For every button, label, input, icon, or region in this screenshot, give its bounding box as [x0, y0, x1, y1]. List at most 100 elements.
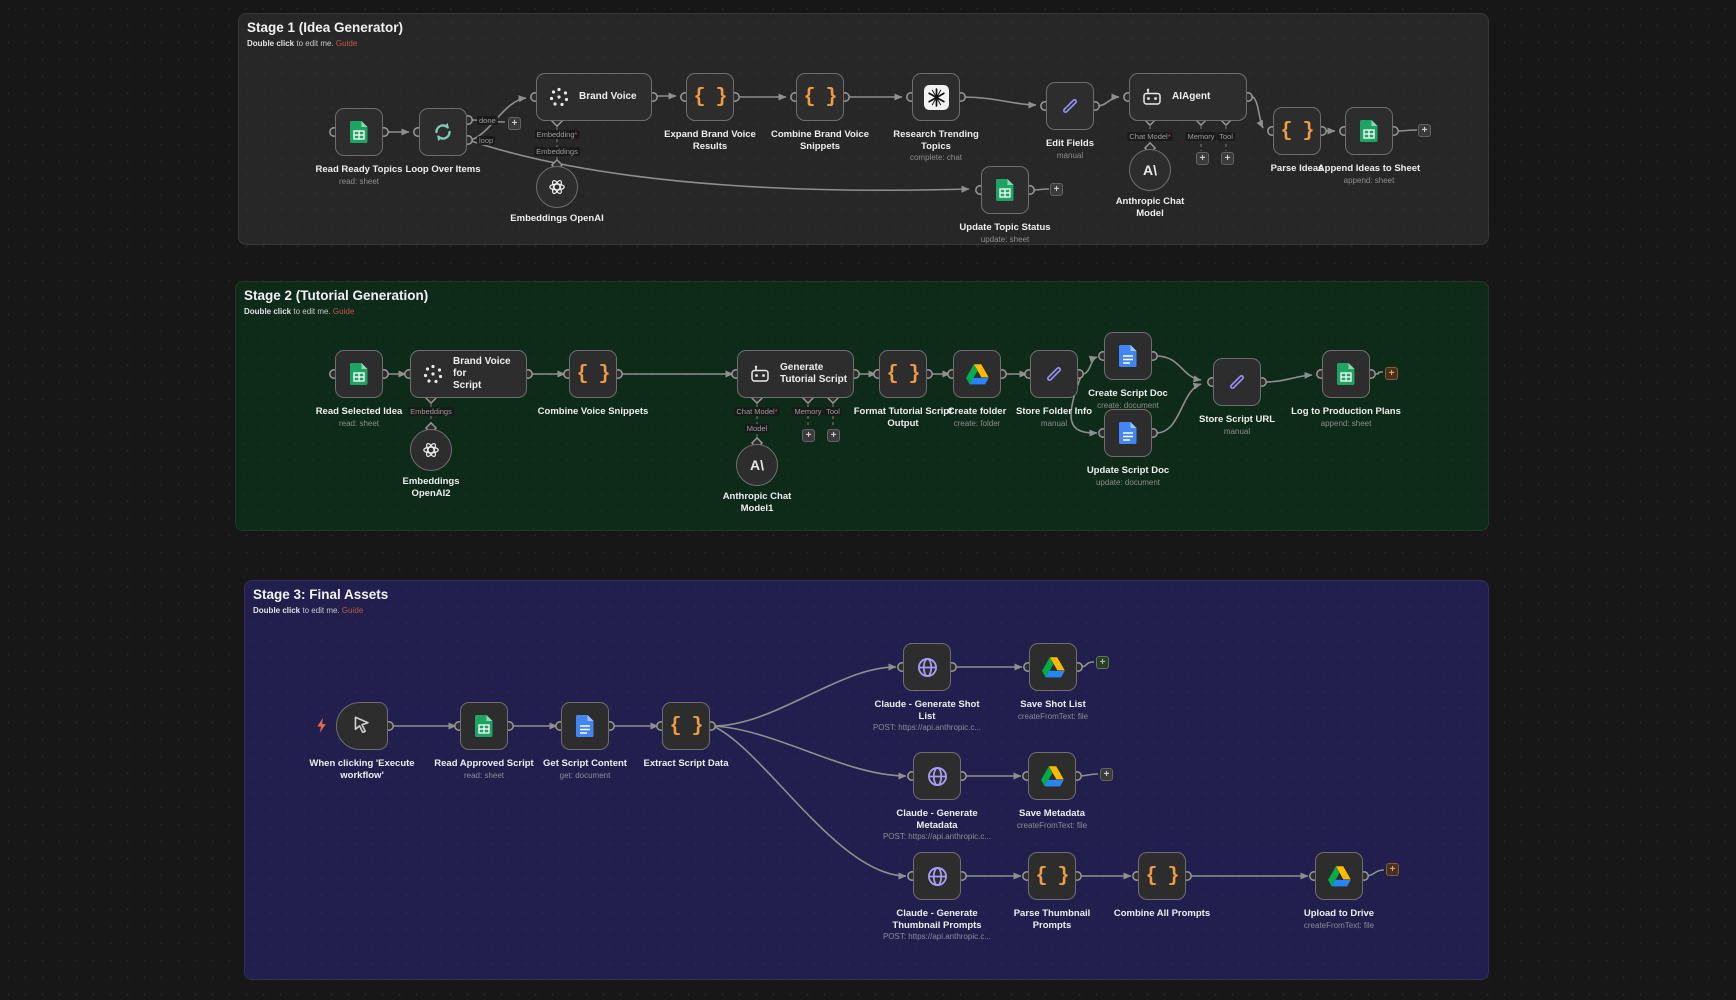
store-folder-info[interactable]: [1030, 350, 1078, 398]
connection-line[interactable]: [470, 95, 527, 141]
add-connection-button[interactable]: +: [1096, 656, 1109, 669]
extract-script-data[interactable]: { }: [662, 702, 710, 750]
subtitle-text: to edit me.: [291, 307, 333, 316]
add-connection-button[interactable]: +: [1386, 863, 1399, 876]
connection-line[interactable]: [712, 663, 897, 727]
node-subtitle: manual: [1056, 150, 1084, 160]
embeddings-openai2[interactable]: [410, 429, 452, 471]
guide-link[interactable]: Guide: [335, 39, 358, 48]
brand-voice[interactable]: Brand Voice: [536, 73, 652, 121]
node-subtitle: create: folder: [953, 418, 1001, 428]
pen-icon: [1059, 95, 1081, 117]
braces-icon: { }: [669, 714, 703, 738]
node-subtitle: get: document: [559, 770, 611, 780]
connection-line[interactable]: [1081, 355, 1098, 375]
save-shot-list[interactable]: [1029, 643, 1077, 691]
when-clicking-execute-workflow[interactable]: [336, 702, 388, 750]
robot-icon: [1141, 86, 1163, 108]
connection-line[interactable]: [1395, 129, 1418, 132]
node-subtitle: createFromText: file: [1017, 711, 1089, 721]
expand-brand-voice-results[interactable]: { }: [686, 73, 734, 121]
port-label: loop: [477, 136, 496, 145]
combine-brand-voice-snippets[interactable]: { }: [796, 73, 844, 121]
sub-connection-label: Memory: [1185, 132, 1217, 141]
connection-line[interactable]: [1155, 382, 1202, 434]
stage-3-subtitle: Double click to edit me. Guide: [253, 606, 363, 615]
add-connection-button[interactable]: +: [802, 429, 815, 442]
append-ideas-to-sheet[interactable]: [1345, 107, 1393, 155]
upload-to-drive[interactable]: [1315, 852, 1363, 900]
connection-line[interactable]: [1249, 95, 1264, 129]
add-connection-button[interactable]: +: [508, 117, 521, 130]
node-subtitle: createFromText: file: [1016, 820, 1088, 830]
parse-thumbnail-prompts[interactable]: { }: [1028, 852, 1076, 900]
format-tutorial-script-output[interactable]: { }: [879, 350, 927, 398]
embeddings-openai[interactable]: [536, 166, 578, 208]
create-script-doc[interactable]: [1104, 332, 1152, 380]
sub-connection-label: Model: [744, 424, 770, 433]
globe-icon: [916, 656, 939, 679]
aiagent[interactable]: AIAgent: [1129, 73, 1247, 121]
braces-icon: { }: [693, 85, 727, 109]
read-selected-idea[interactable]: [335, 350, 383, 398]
research-trending-topics[interactable]: [912, 73, 960, 121]
connection-line[interactable]: [1155, 355, 1202, 383]
add-connection-button[interactable]: +: [1418, 124, 1431, 137]
node-subtitle: update: document: [1095, 477, 1161, 487]
connection-line[interactable]: [1096, 93, 1120, 107]
add-connection-button[interactable]: +: [827, 429, 840, 442]
update-topic-status[interactable]: [981, 166, 1029, 214]
add-connection-button[interactable]: +: [1221, 152, 1234, 165]
stage-2-title: Stage 2 (Tutorial Generation): [244, 288, 429, 303]
add-connection-button[interactable]: +: [1050, 183, 1063, 196]
log-to-production-plans[interactable]: [1322, 350, 1370, 398]
combine-all-prompts[interactable]: { }: [1138, 852, 1186, 900]
claude-generate-metadata[interactable]: [913, 752, 961, 800]
save-metadata[interactable]: [1028, 752, 1076, 800]
node-label: Embeddings OpenAI: [510, 213, 604, 224]
guide-link[interactable]: Guide: [341, 606, 364, 615]
node-label: Update Topic Status: [959, 222, 1051, 233]
anthropic-chat-model[interactable]: A\: [1129, 149, 1171, 191]
connection-line[interactable]: [470, 140, 970, 193]
add-connection-button[interactable]: +: [1100, 768, 1113, 781]
add-connection-button[interactable]: +: [1385, 367, 1398, 380]
edit-fields[interactable]: [1046, 82, 1094, 130]
store-script-url[interactable]: [1213, 358, 1261, 406]
combine-voice-snippets[interactable]: { }: [569, 350, 617, 398]
node-label: Combine Voice Snippets: [537, 406, 649, 417]
lightning-icon: [315, 717, 328, 739]
node-label: Store Folder Info: [1016, 406, 1092, 417]
create-folder[interactable]: [953, 350, 1001, 398]
get-script-content[interactable]: [561, 702, 609, 750]
claude-generate-thumbnail-prompts[interactable]: [913, 852, 961, 900]
stage-2-group[interactable]: Stage 2 (Tutorial Generation)Double clic…: [235, 281, 1489, 531]
stage-1-title: Stage 1 (Idea Generator): [247, 20, 404, 35]
anthropic-chat-model1[interactable]: A\: [736, 444, 778, 486]
read-ready-topics[interactable]: [335, 108, 383, 156]
read-approved-script[interactable]: [460, 702, 508, 750]
node-label: Create folder: [947, 406, 1007, 417]
update-script-doc[interactable]: [1104, 409, 1152, 457]
globe-icon: [926, 765, 949, 788]
sub-connection-label: Chat Model*: [1127, 132, 1173, 141]
docs-icon: [574, 714, 596, 738]
connection-line[interactable]: [1264, 371, 1313, 383]
connection-line[interactable]: [712, 725, 907, 880]
connection-line[interactable]: [962, 96, 1037, 109]
add-connection-button[interactable]: +: [1196, 152, 1209, 165]
parse-ideas[interactable]: { }: [1273, 107, 1321, 155]
connection-line[interactable]: [712, 725, 907, 780]
claude-generate-shot-list[interactable]: [903, 643, 951, 691]
guide-link[interactable]: Guide: [332, 307, 355, 316]
loop-over-items[interactable]: [419, 108, 467, 156]
